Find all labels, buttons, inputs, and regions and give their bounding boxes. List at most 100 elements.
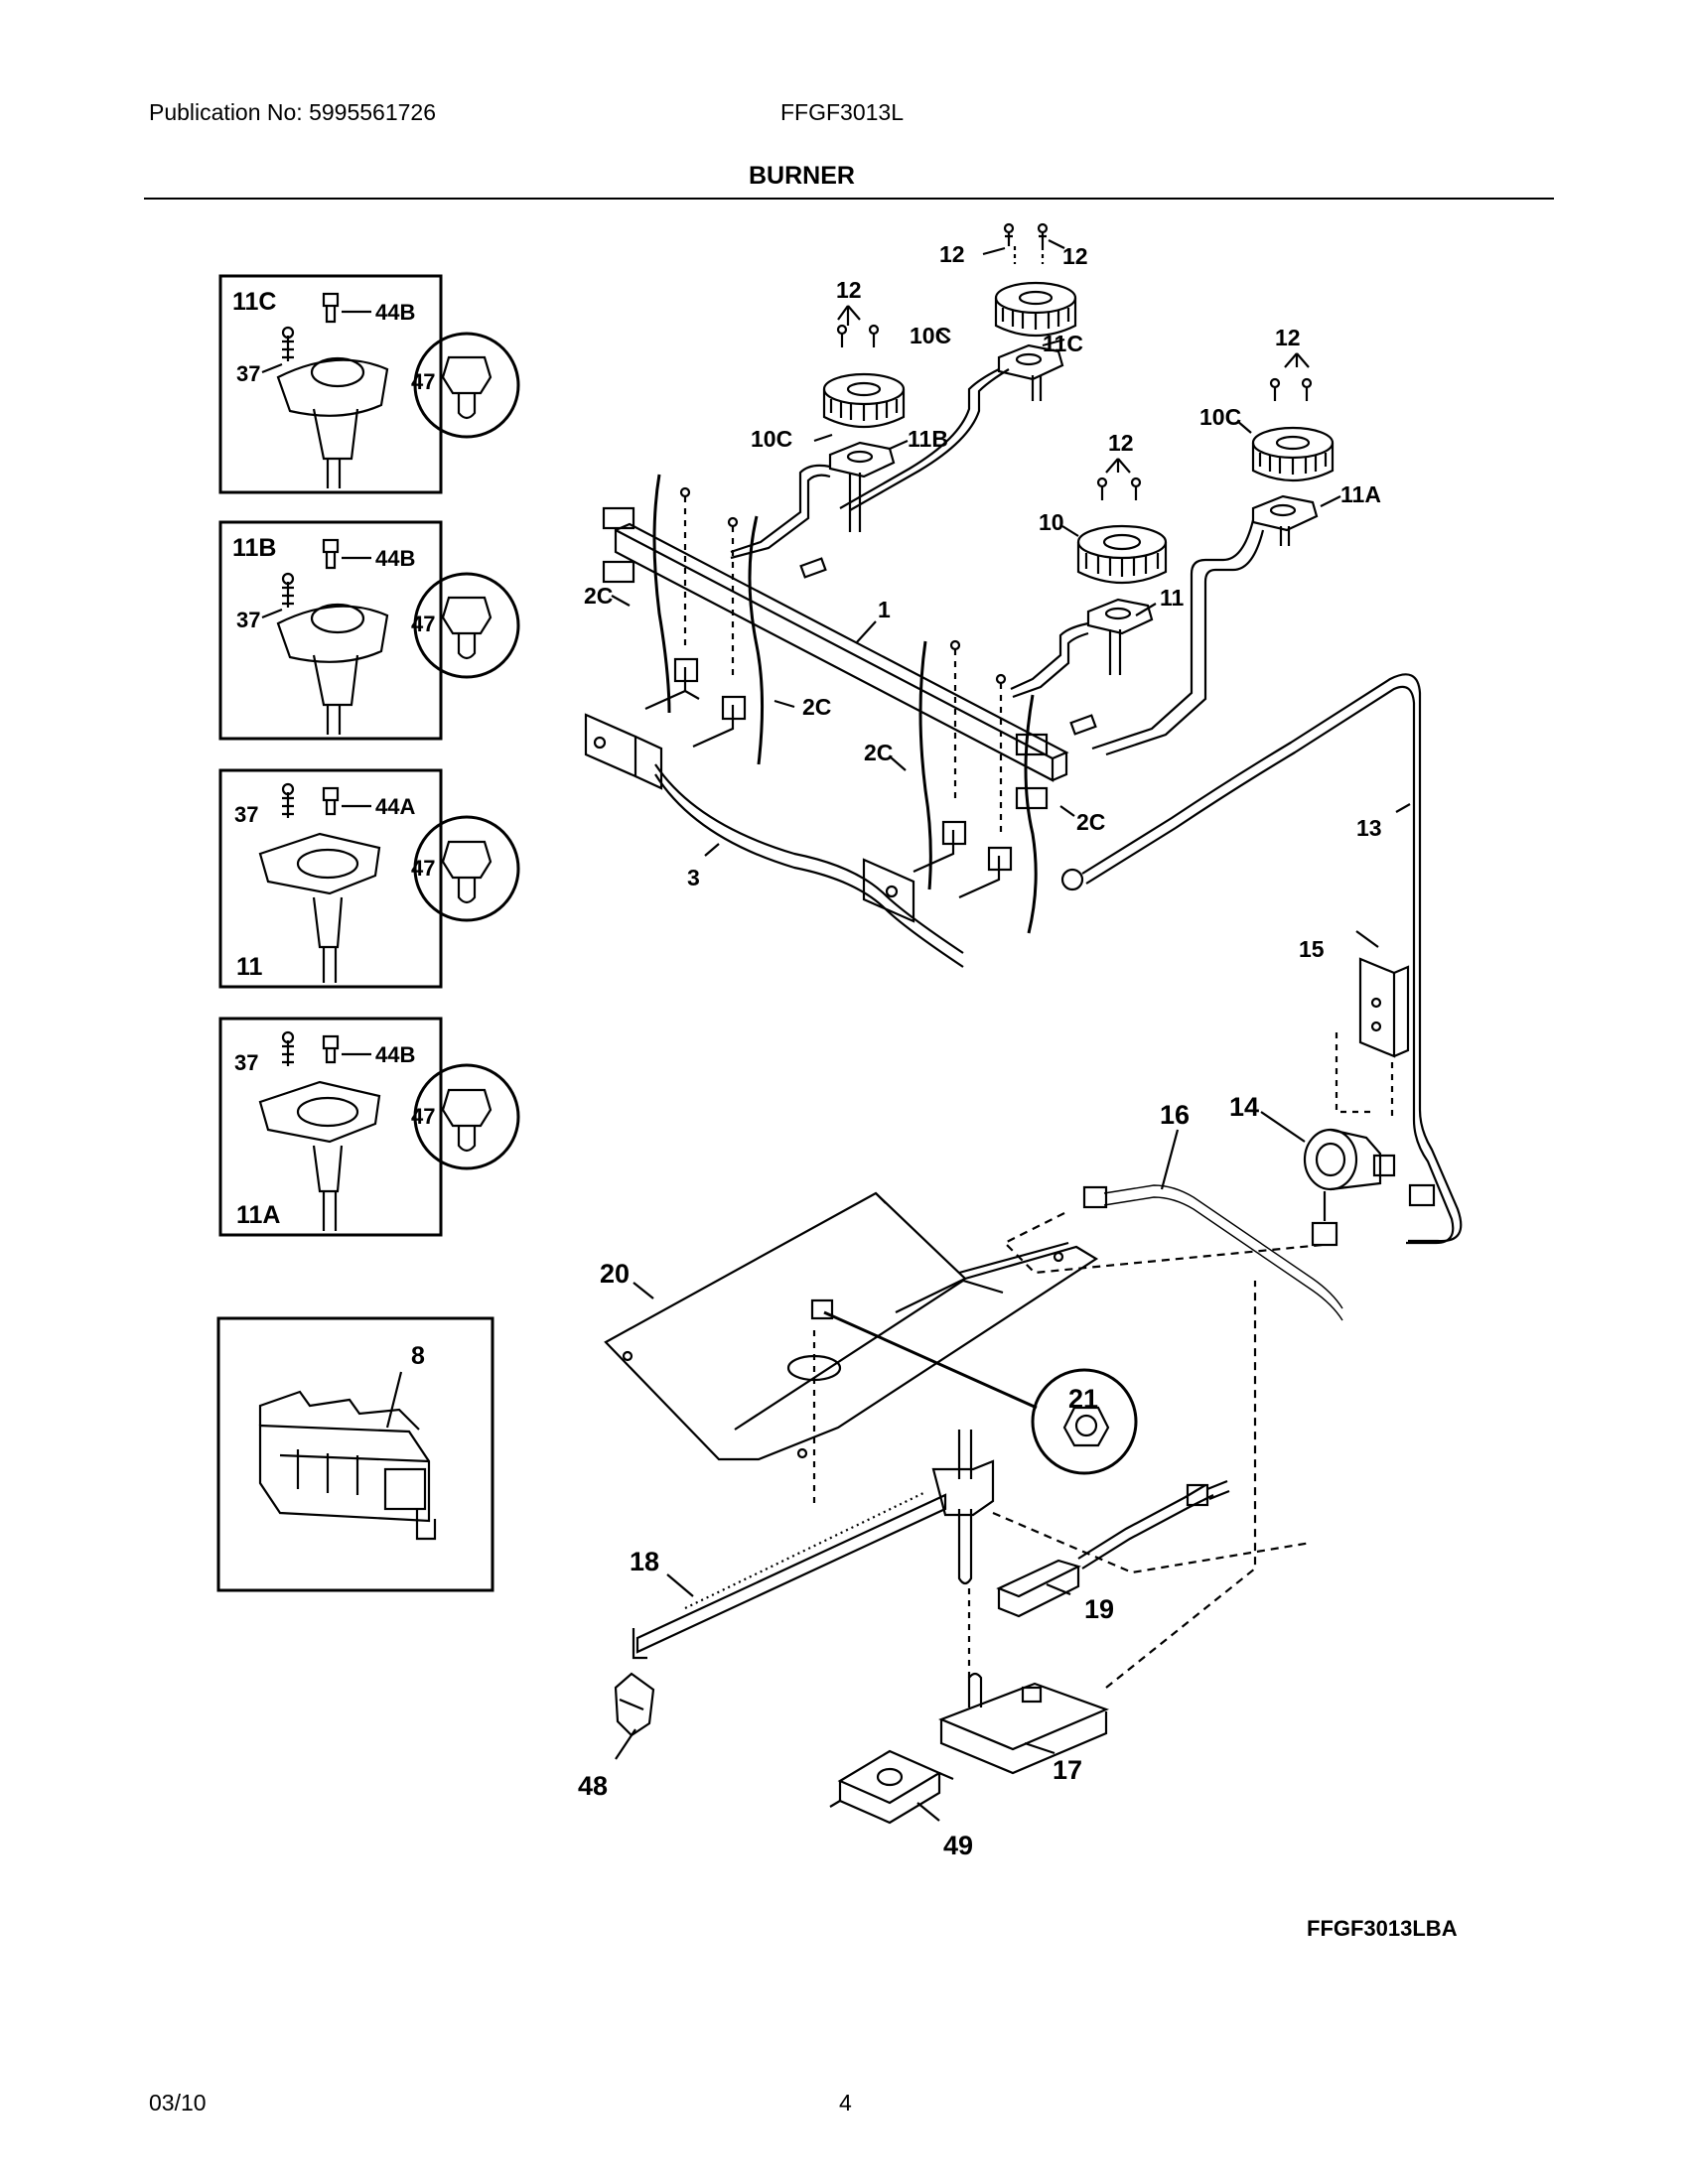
svg-text:44B: 44B (375, 300, 415, 325)
svg-text:11C: 11C (1043, 331, 1083, 356)
footer-date: 03/10 (149, 2090, 207, 2116)
svg-text:12: 12 (1062, 243, 1088, 269)
header-divider (144, 198, 1554, 200)
svg-text:16: 16 (1160, 1100, 1190, 1130)
svg-text:12: 12 (939, 241, 965, 267)
section-title: BURNER (749, 162, 855, 190)
svg-text:47: 47 (411, 369, 435, 394)
svg-text:12: 12 (1275, 325, 1301, 350)
heat-shield-20 (604, 1191, 1099, 1509)
svg-text:11A: 11A (1340, 481, 1381, 507)
pressure-regulator-14 (1303, 1128, 1436, 1247)
orifice-47-circle (413, 815, 520, 922)
valve-seat-part (276, 292, 389, 488)
svg-text:2C: 2C (802, 694, 831, 720)
valve-assemblies (644, 486, 1013, 899)
orifice-47-part (441, 596, 492, 660)
valve-seat-part (258, 786, 381, 983)
svg-text:2C: 2C (584, 583, 613, 609)
diagram-code: FFGF3013LBA (1307, 1916, 1458, 1941)
burner-base-11c (839, 343, 1064, 511)
manifold-1 (602, 506, 1069, 810)
svg-text:1: 1 (878, 597, 891, 622)
burner-head-10c-left (822, 372, 906, 429)
bracket-3 (584, 713, 964, 968)
orifice-47-circle (413, 332, 520, 439)
svg-text:48: 48 (578, 1771, 608, 1801)
inset-11b: 11B 44B 37 47 (218, 520, 520, 741)
svg-text:37: 37 (234, 802, 258, 827)
svg-text:10C: 10C (751, 426, 792, 452)
svg-text:10C: 10C (910, 323, 951, 348)
burner-base-11b (730, 441, 896, 579)
svg-text:47: 47 (411, 856, 435, 881)
burner-head-10c-right (1251, 426, 1335, 482)
burner-head-10c-top (994, 281, 1077, 338)
svg-text:20: 20 (600, 1259, 630, 1289)
svg-text:37: 37 (236, 361, 260, 386)
valve-seat-part (276, 538, 389, 735)
inset-11c: 11C 44B 37 47 (218, 274, 520, 494)
svg-text:19: 19 (1084, 1594, 1114, 1624)
burner-base-11 (1010, 598, 1154, 736)
svg-text:10: 10 (1039, 509, 1064, 535)
part-callouts: 12 12 12 10C 11C 12 10C 10C 11B 12 11A 1… (578, 241, 1382, 1860)
svg-text:18: 18 (630, 1547, 659, 1576)
screw-37-part (281, 572, 295, 608)
clip-48 (614, 1672, 655, 1737)
svg-text:37: 37 (234, 1050, 258, 1075)
orifice-47-part (441, 355, 492, 420)
svg-text:10C: 10C (1199, 404, 1241, 430)
inset-11c-title: 11C (232, 288, 276, 316)
inset-8-spark-module: 8 (216, 1316, 494, 1592)
page-number: 4 (839, 2090, 852, 2116)
svg-text:2C: 2C (1076, 809, 1105, 835)
orifice-47-circle (413, 572, 520, 679)
oven-burner-18 (632, 1430, 995, 1660)
screw-37-part (281, 782, 295, 818)
screw-37-part (281, 1030, 295, 1066)
orifice-47-part (441, 1088, 492, 1153)
svg-text:11B: 11B (908, 426, 948, 452)
valve-seat-part (258, 1034, 381, 1231)
inset-11a-title: 11A (236, 1201, 280, 1229)
safety-valve-17 (938, 1281, 1257, 1775)
svg-text:8: 8 (411, 1342, 425, 1370)
svg-text:12: 12 (836, 277, 862, 303)
svg-text:17: 17 (1053, 1755, 1082, 1785)
leader-lines (611, 239, 1411, 1822)
bracket-15 (1335, 957, 1410, 1118)
svg-text:15: 15 (1299, 936, 1325, 962)
orifice-47-circle (413, 1063, 520, 1170)
inset-11-title: 11 (236, 953, 263, 981)
screws-12 (836, 222, 1313, 500)
burner-head-10 (1076, 524, 1168, 585)
svg-text:3: 3 (687, 865, 700, 890)
screw-37-part (281, 326, 295, 361)
orifice-47-part (441, 840, 492, 904)
svg-text:44A: 44A (375, 794, 415, 819)
inset-11: 37 44A 47 11 (218, 768, 520, 989)
svg-text:2C: 2C (864, 740, 893, 765)
inset-11a: 37 44B 47 11A (218, 1017, 520, 1237)
svg-text:11: 11 (1160, 585, 1185, 611)
svg-text:13: 13 (1356, 815, 1382, 841)
svg-text:14: 14 (1229, 1092, 1259, 1122)
ignitor-wires-2c (652, 474, 1038, 934)
gas-tube-13 (1060, 673, 1463, 1245)
svg-text:12: 12 (1108, 430, 1134, 456)
igniter-19 (992, 1479, 1312, 1618)
svg-text:49: 49 (943, 1831, 973, 1860)
inset-11b-title: 11B (232, 534, 276, 562)
svg-text:21: 21 (1068, 1384, 1098, 1414)
publication-number: Publication No: 5995561726 (149, 99, 437, 125)
model-number: FFGF3013L (780, 99, 904, 125)
burner-base-11a (1091, 494, 1319, 756)
svg-text:44B: 44B (375, 546, 415, 571)
nut-21 (810, 1298, 1138, 1475)
svg-text:44B: 44B (375, 1042, 415, 1067)
svg-text:47: 47 (411, 612, 435, 636)
svg-text:47: 47 (411, 1104, 435, 1129)
svg-text:37: 37 (236, 608, 260, 632)
